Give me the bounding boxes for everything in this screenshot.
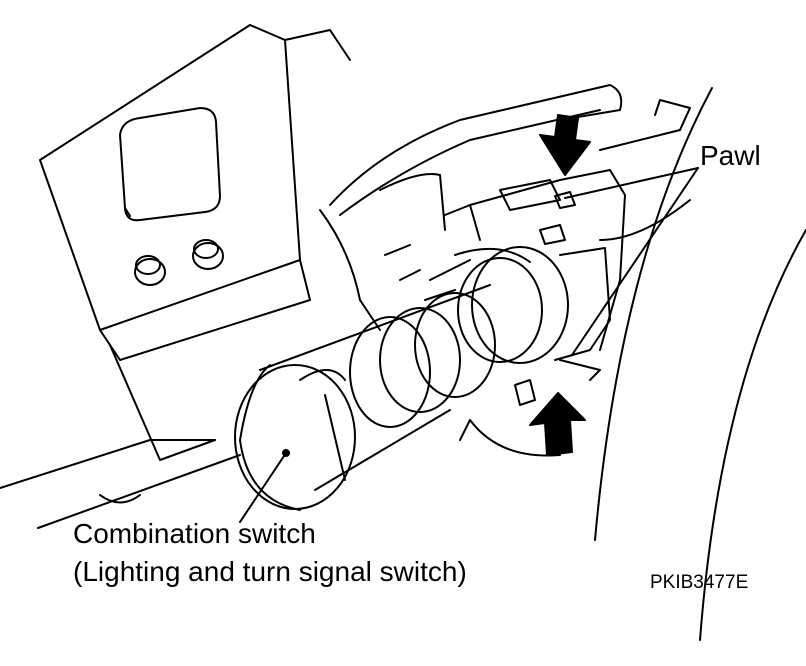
combination-switch-label: Combination switch [73,518,316,549]
left-knob [135,256,165,285]
pawl-label: Pawl [700,140,761,171]
display-window [120,108,220,220]
arrow-down-icon [540,115,590,175]
combination-switch-leader-line [240,453,286,522]
switch-body [445,170,625,456]
instrument-panel [0,25,350,528]
switch-knob [235,365,355,510]
arrow-up-icon [530,393,585,455]
figure-code: PKIB3477E [650,572,749,593]
lever-rings [260,247,568,490]
combination-switch-sublabel: (Lighting and turn signal switch) [73,556,467,587]
right-knob [193,240,223,269]
pawl-leader-lines [565,168,698,355]
right-body-lines [595,88,806,640]
column-cover [320,85,690,330]
